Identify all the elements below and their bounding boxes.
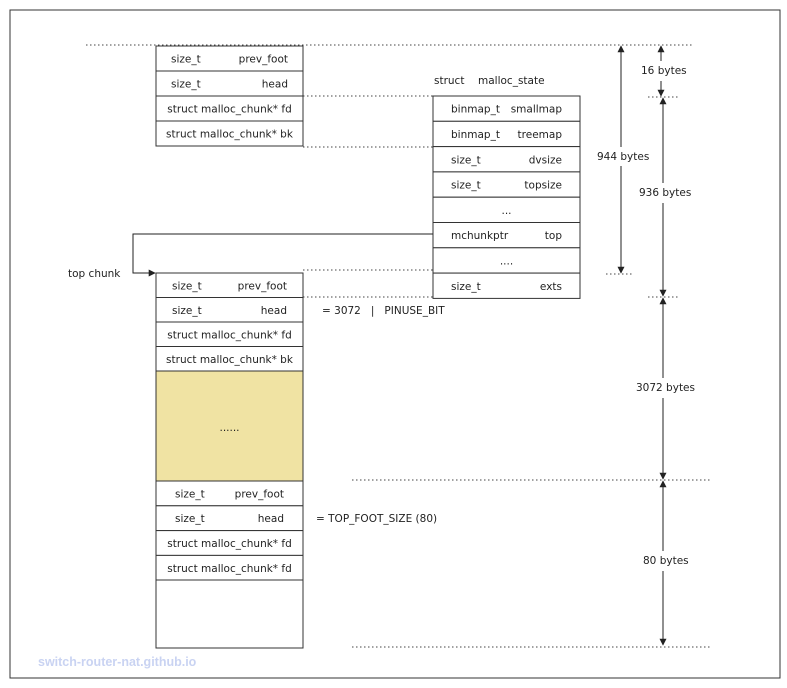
malloc-state-row-field: dvsize: [529, 154, 562, 166]
top-chunk-row-type: struct malloc_chunk* bk: [166, 354, 294, 366]
malloc-state-row-type: mchunkptr: [451, 230, 509, 242]
top-struct-row-type: struct malloc_chunk* fd: [167, 104, 292, 116]
top-chunk-row-type: size_t: [172, 280, 202, 292]
footer-chunk-row-type: size_t: [175, 488, 205, 500]
top-chunk-row: [155, 321, 304, 347]
top-chunk-body-text: ......: [219, 422, 239, 434]
malloc-state-name: malloc_state: [478, 75, 545, 87]
top-struct-row: [155, 95, 304, 122]
malloc-state-row-type: binmap_t: [451, 129, 500, 141]
malloc-state-row-field: exts: [540, 281, 562, 293]
footer-chunk-row-type: struct malloc_chunk* fd: [167, 538, 292, 550]
top-chunk-row-type: size_t: [172, 305, 202, 317]
footer-chunk-row: [155, 554, 304, 581]
dim-label-936-bytes: 936 bytes: [639, 187, 691, 199]
malloc-state-row: [432, 196, 581, 223]
malloc-state-row: [432, 95, 581, 122]
footer-chunk-row: [155, 530, 304, 556]
malloc-state-row-field: top: [545, 230, 563, 242]
dim-label-80-bytes: 80 bytes: [643, 555, 689, 567]
top-pointer-connector: [132, 233, 433, 277]
top-struct-row-type: size_t: [171, 54, 201, 66]
footer-chunk-row-field: head: [258, 513, 284, 525]
footer-chunk-row-type: size_t: [175, 513, 205, 525]
top-struct-row-field: head: [262, 79, 288, 91]
malloc-state-row-type: size_t: [451, 180, 481, 192]
footer-chunk-empty-area: [155, 579, 304, 649]
top-chunk-row: [155, 346, 304, 372]
malloc-state-row-field: treemap: [518, 129, 563, 141]
footer-chunk-row: [155, 505, 304, 532]
top-chunk-label: top chunk: [68, 268, 121, 280]
top-chunk-row: [155, 272, 304, 298]
top-chunk-row-field: prev_foot: [238, 280, 287, 292]
watermark-text: switch-router-nat.github.io: [38, 655, 197, 669]
dotted-guide-lines: [86, 44, 710, 648]
footer-chunk-row-field: prev_foot: [235, 488, 284, 500]
top-struct-row: [155, 120, 304, 147]
malloc-state-row-field: topsize: [524, 180, 562, 192]
malloc-state-row-type: ...: [501, 205, 511, 217]
malloc-state-row-type: size_t: [451, 154, 481, 166]
malloc-state-row: [432, 120, 581, 148]
footer-chunk-row: [155, 480, 304, 507]
malloc-state-row-field: smallmap: [511, 104, 563, 116]
dim-label-944-bytes: 944 bytes: [597, 151, 649, 163]
malloc-state-keyword: struct: [434, 75, 464, 87]
malloc-state-row: [432, 222, 581, 249]
malloc-state-row: [432, 171, 581, 198]
malloc-state-row: [432, 146, 581, 173]
top-struct-row-type: size_t: [171, 79, 201, 91]
top-chunk-row: [155, 297, 304, 323]
footer-chunk-row-type: struct malloc_chunk* fd: [167, 563, 292, 575]
malloc-state-row-type: binmap_t: [451, 104, 500, 116]
top-chunk-row-type: struct malloc_chunk* fd: [167, 329, 292, 341]
dim-label-16-bytes: 16 bytes: [641, 65, 687, 77]
malloc-state-row: [432, 247, 581, 274]
malloc-state-row: [432, 272, 581, 299]
top-chunk-body: [155, 370, 304, 482]
footer-chunk-head-note: = TOP_FOOT_SIZE (80): [316, 513, 437, 525]
dim-label-3072-bytes: 3072 bytes: [636, 382, 695, 394]
outer-frame: [9, 9, 781, 679]
top-struct-row: [155, 45, 304, 72]
top-struct-row-type: struct malloc_chunk* bk: [166, 129, 294, 141]
top-struct-row-field: prev_foot: [239, 54, 288, 66]
dimension-arrows: [617, 45, 667, 646]
top-chunk-head-note: = 3072 | PINUSE_BIT: [322, 305, 445, 317]
malloc-state-row-type: ....: [500, 255, 513, 267]
malloc-state-row-type: size_t: [451, 281, 481, 293]
top-chunk-row-field: head: [261, 305, 287, 317]
